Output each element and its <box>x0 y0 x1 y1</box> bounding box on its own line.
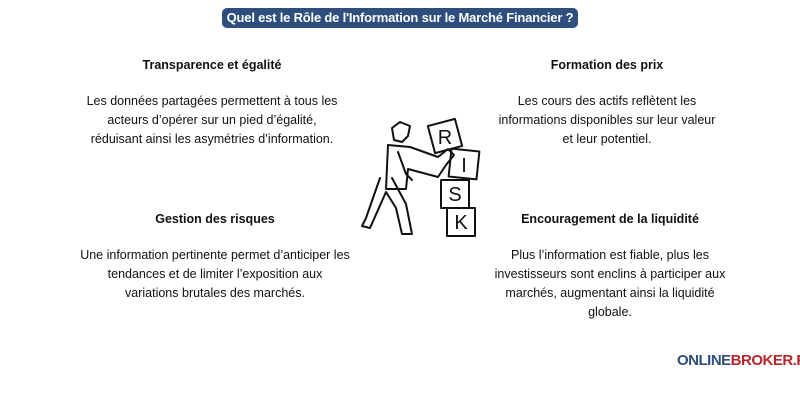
risk-blocks-illustration: R I S K <box>361 117 481 237</box>
section-text: Une information pertinente permet d’anti… <box>80 248 350 300</box>
onlinebroker-logo: ONLINEBROKER.FR <box>677 352 800 369</box>
letter-s: S <box>448 184 461 206</box>
section-transparence: Transparence et égalité Les données part… <box>82 58 342 149</box>
section-heading: Formation des prix <box>550 58 664 72</box>
letter-i: I <box>461 155 467 177</box>
section-text: Les données partagées permettent à tous … <box>86 94 338 146</box>
section-text: Les cours des actifs reflètent les infor… <box>498 94 716 146</box>
letter-blocks <box>426 117 481 237</box>
section-formation-prix: Formation des prix Les cours des actifs … <box>497 58 717 149</box>
section-liquidite: Encouragement de la liquidité Plus l’inf… <box>485 212 735 322</box>
section-text: Plus l’information est fiable, plus les … <box>494 248 726 319</box>
section-heading: Transparence et égalité <box>142 58 282 72</box>
section-heading: Gestion des risques <box>155 212 275 226</box>
section-heading: Encouragement de la liquidité <box>521 212 699 226</box>
letter-r: R <box>438 127 452 149</box>
letter-k: K <box>454 212 468 234</box>
section-gestion-risques: Gestion des risques Une information pert… <box>80 212 350 303</box>
page-title: Quel est le Rôle de l'Information sur le… <box>222 8 578 28</box>
person-icon <box>361 121 455 235</box>
logo-part1: ONLINE <box>677 352 731 369</box>
logo-part2: BROKER.FR <box>730 352 800 369</box>
